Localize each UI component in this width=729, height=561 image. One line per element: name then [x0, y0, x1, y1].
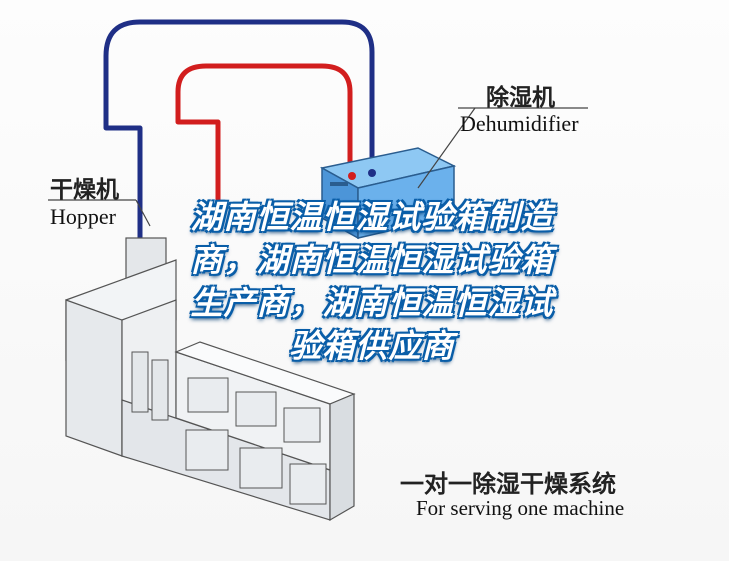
- hopper-leader: [135, 199, 151, 227]
- hopper-label-cn: 干燥机: [50, 177, 119, 203]
- dehumidifier-label-cn: 除湿机: [486, 85, 555, 111]
- overlay-line-4: 验箱供应商: [289, 327, 455, 365]
- overlay-line-2: 商，湖南恒温恒湿试验箱: [190, 241, 554, 279]
- blue-pipe: [103, 19, 375, 238]
- molding-machine: [65, 259, 356, 522]
- hopper-label-en: Hopper: [50, 204, 116, 229]
- overlay-line-1: 湖南恒温恒湿试验箱制造: [190, 198, 554, 236]
- watermark-overlay-text: 湖南恒温恒湿试验箱制造 商，湖南恒温恒湿试验箱 生产商，湖南恒温恒湿试 验箱供应…: [112, 196, 632, 368]
- dehumidifier-label-en: Dehumidifier: [460, 111, 579, 136]
- overlay-line-3: 生产商，湖南恒温恒湿试: [190, 284, 554, 322]
- system-label-cn: 一对一除湿干燥系统: [400, 470, 616, 498]
- system-label-en: For serving one machine: [416, 496, 625, 520]
- dehumidifier-unit: [319, 147, 457, 240]
- red-pipe: [175, 63, 353, 210]
- dehumidifier-leader: [417, 107, 476, 189]
